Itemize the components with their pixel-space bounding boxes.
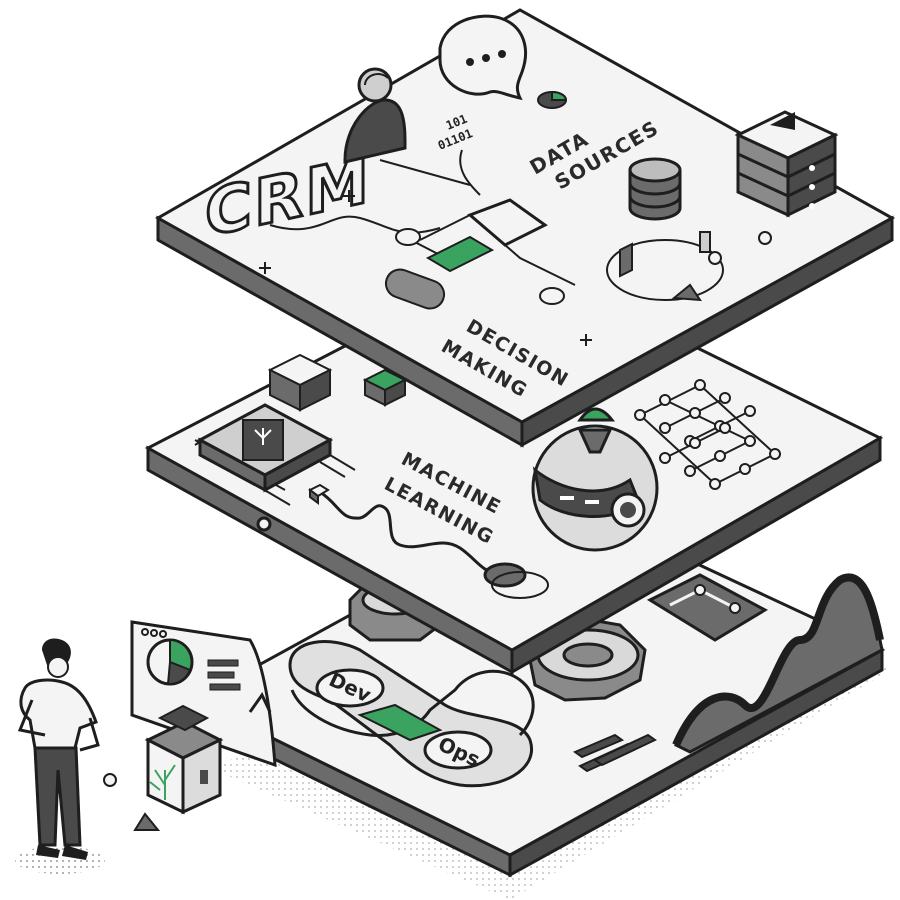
chip-icon xyxy=(196,403,356,493)
decision-node xyxy=(425,235,495,273)
bar-lines xyxy=(572,733,657,773)
pie-icon xyxy=(537,90,568,109)
dashboard-panel xyxy=(130,620,277,768)
plus-marks xyxy=(259,190,592,346)
chart-icon xyxy=(146,638,194,686)
cable xyxy=(319,490,499,577)
devops-loop: Dev Ops xyxy=(288,640,535,788)
chat-bubble-icon xyxy=(438,14,527,101)
database-icon xyxy=(628,157,682,221)
user-icon xyxy=(343,67,407,164)
neural-network xyxy=(634,379,781,490)
decor-small xyxy=(103,773,161,831)
bottom-layer: Dev Ops xyxy=(191,498,890,900)
server-icon xyxy=(734,110,839,218)
circuit-cutout xyxy=(646,573,769,642)
robot-icon xyxy=(531,407,659,552)
top-layer: CRM 101 01101 DATA SOURCES xyxy=(154,8,896,448)
middle-layer: MACHINE LEARNING xyxy=(144,256,884,675)
orbit-icon xyxy=(606,231,724,302)
flowchart xyxy=(269,149,576,286)
person xyxy=(15,638,105,874)
tree-icon xyxy=(144,704,224,815)
